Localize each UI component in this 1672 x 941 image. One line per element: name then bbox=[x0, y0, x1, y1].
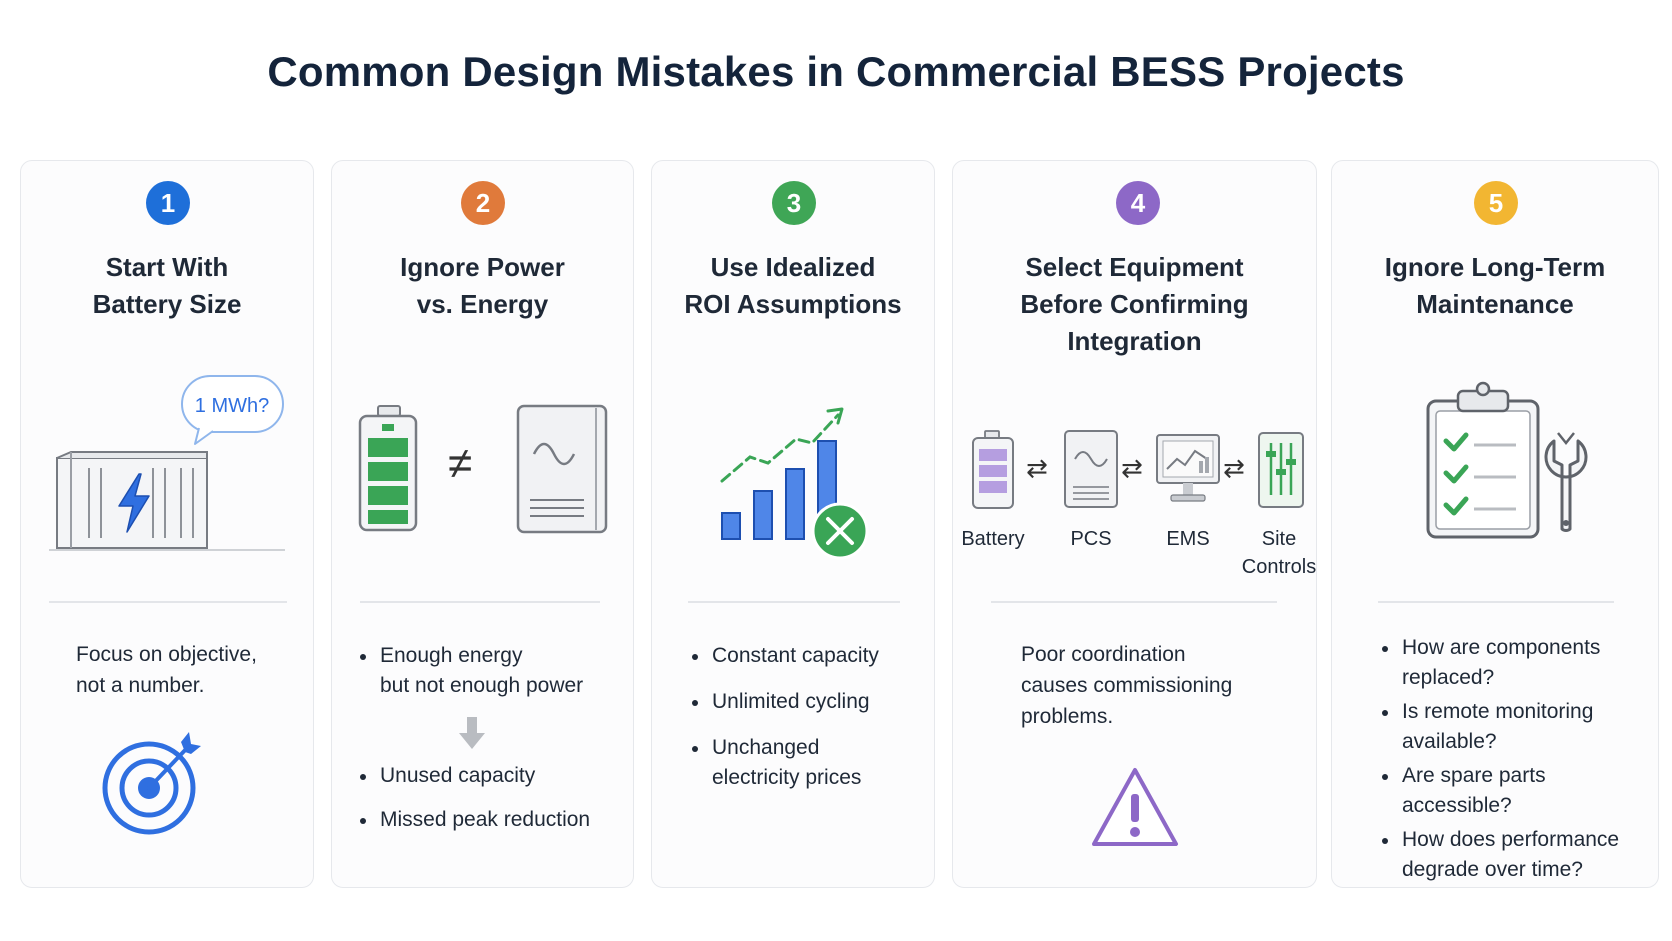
chain-label-pcs: PCS bbox=[1070, 528, 1112, 550]
list-item: Unchanged electricity prices bbox=[690, 733, 879, 793]
card-3: 3 Use Idealized ROI Assumptions Constant… bbox=[651, 160, 935, 888]
not-equal-symbol: ≠ bbox=[448, 439, 473, 488]
question-bubble: 1 MWh? bbox=[181, 375, 284, 445]
site-controls-icon bbox=[1258, 432, 1304, 508]
list-item: Unused capacity bbox=[358, 761, 590, 791]
card-3-title: Use Idealized ROI Assumptions bbox=[684, 252, 902, 319]
list-item: How are components replaced? bbox=[1380, 633, 1619, 693]
badge-3: 3 bbox=[772, 181, 816, 225]
badge-5: 5 bbox=[1474, 181, 1518, 225]
list-item: Unlimited cycling bbox=[690, 687, 879, 717]
list-item: Constant capacity bbox=[690, 641, 879, 671]
card-5: 5 Ignore Long-Term Maintenance bbox=[1331, 160, 1659, 888]
battery-container-icon: 1 MWh? bbox=[49, 375, 285, 551]
ems-monitor-icon bbox=[1156, 434, 1220, 502]
target-icon bbox=[102, 732, 201, 835]
card-5-divider bbox=[1378, 601, 1614, 603]
card-2-divider bbox=[360, 601, 600, 603]
bar-chart-x-icon bbox=[720, 407, 869, 560]
page-title: Common Design Mistakes in Commercial BES… bbox=[267, 48, 1405, 95]
badge-1: 1 bbox=[146, 181, 190, 225]
badge-2: 2 bbox=[461, 181, 505, 225]
list-item: Are spare parts accessible? bbox=[1380, 761, 1619, 821]
chain-arrow-3: ⇄ bbox=[1223, 453, 1245, 483]
arrow-down-icon bbox=[459, 717, 485, 749]
card-1: 1 Start With Battery Size 1 MWh? bbox=[20, 160, 314, 888]
card-5-bullets: How are components replaced? Is remote m… bbox=[1380, 633, 1619, 885]
pcs-icon bbox=[1064, 430, 1118, 508]
chain-label-battery: Battery bbox=[961, 528, 1025, 550]
list-item: How does performance degrade over time? bbox=[1380, 825, 1619, 885]
battery-icon bbox=[358, 405, 418, 532]
chain-arrow-2: ⇄ bbox=[1121, 453, 1143, 483]
card-5-title: Ignore Long-Term Maintenance bbox=[1384, 252, 1606, 319]
inverter-icon bbox=[516, 404, 608, 534]
card-3-bullets: Constant capacity Unlimited cycling Unch… bbox=[690, 641, 879, 793]
card-4-text: Poor coordination causes commissioning p… bbox=[1021, 643, 1233, 728]
card-2-bullets-bottom: Unused capacity Missed peak reduction bbox=[358, 761, 590, 835]
card-4: 4 Select Equipment Before Confirming Int… bbox=[952, 160, 1317, 888]
list-item: Missed peak reduction bbox=[358, 805, 590, 835]
list-item: Enough energy but not enough power bbox=[358, 641, 583, 701]
card-4-title: Select Equipment Before Confirming Integ… bbox=[1020, 252, 1249, 356]
card-2-title: Ignore Power vs. Energy bbox=[400, 252, 565, 319]
card-1-divider bbox=[49, 601, 287, 603]
bubble-text: 1 MWh? bbox=[195, 395, 269, 417]
card-1-text: Focus on objective, not a number. bbox=[76, 643, 257, 697]
card-2: 2 Ignore Power vs. Energy ≠ Enough e bbox=[331, 160, 634, 888]
chain-label-site-controls: Site Controls bbox=[1241, 528, 1317, 578]
card-4-divider bbox=[991, 601, 1277, 603]
chain-arrow-1: ⇄ bbox=[1026, 453, 1048, 483]
battery-small-icon bbox=[972, 430, 1014, 509]
card-2-bullet-top: Enough energy but not enough power bbox=[358, 641, 583, 701]
chain-label-ems: EMS bbox=[1166, 528, 1210, 550]
card-1-title: Start With Battery Size bbox=[92, 252, 242, 319]
list-item: Is remote monitoring available? bbox=[1380, 697, 1619, 757]
card-3-divider bbox=[688, 601, 900, 603]
warning-icon bbox=[1092, 768, 1178, 846]
badge-4: 4 bbox=[1116, 181, 1160, 225]
clipboard-wrench-icon bbox=[1426, 381, 1588, 539]
